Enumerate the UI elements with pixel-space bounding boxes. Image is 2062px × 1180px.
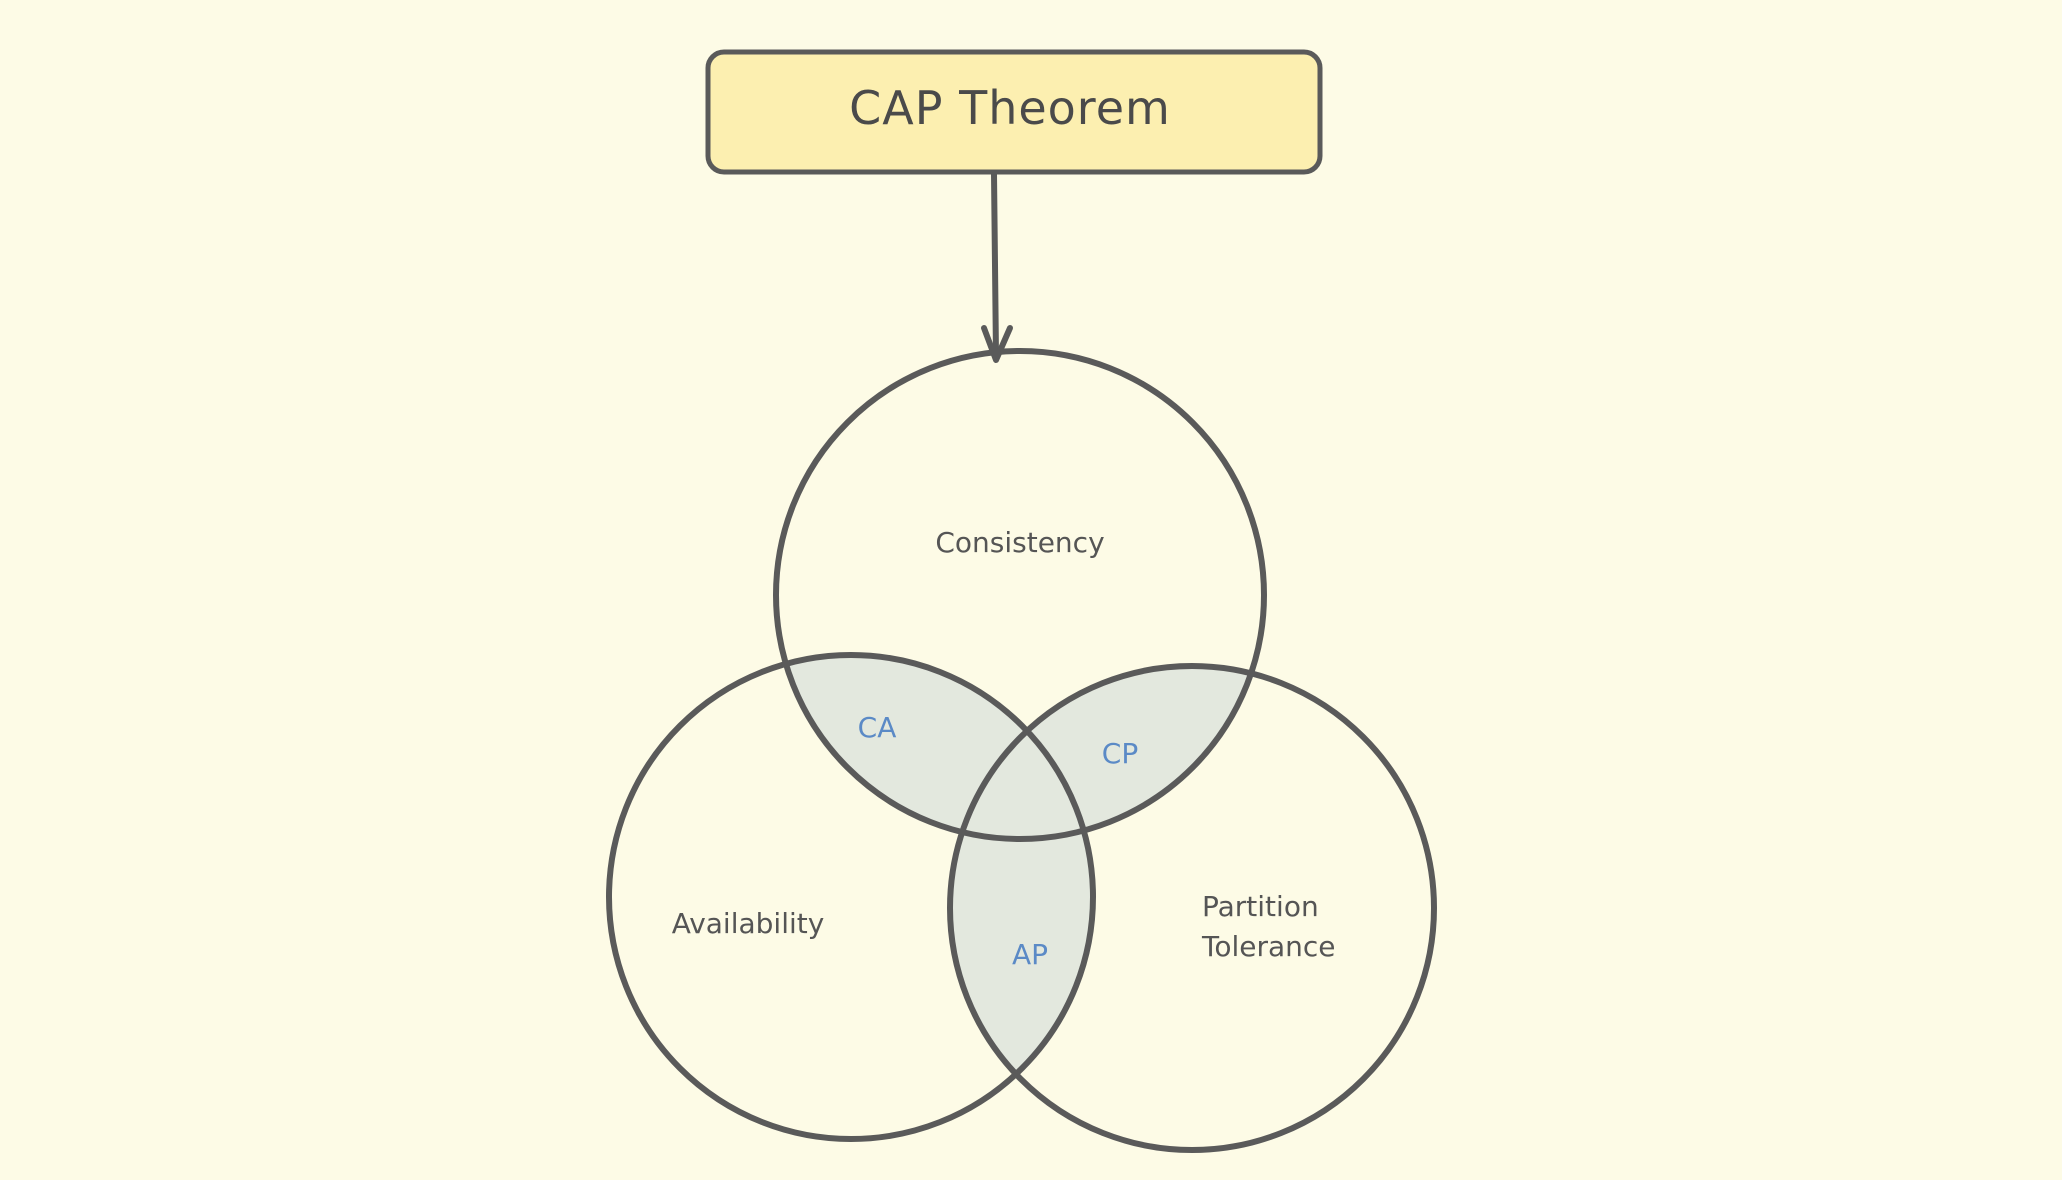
consistency-circle [773, 348, 1267, 842]
availability-circle [606, 652, 1096, 1142]
partition-tolerance-circle [947, 663, 1437, 1153]
cp-region [950, 666, 1264, 839]
partition-label-line1: Partition [1202, 890, 1319, 923]
availability-label: Availability [672, 907, 825, 940]
title-text: CAP Theorem [849, 81, 1171, 135]
arrow-down [981, 171, 1013, 363]
consistency-label: Consistency [935, 526, 1104, 559]
ap-label: AP [1012, 938, 1048, 971]
ca-region [776, 655, 1093, 839]
title-box: CAP Theorem [705, 49, 1323, 175]
partition-label-line2: Tolerance [1201, 930, 1336, 963]
ca-label: CA [858, 711, 897, 744]
cp-label: CP [1102, 737, 1138, 770]
